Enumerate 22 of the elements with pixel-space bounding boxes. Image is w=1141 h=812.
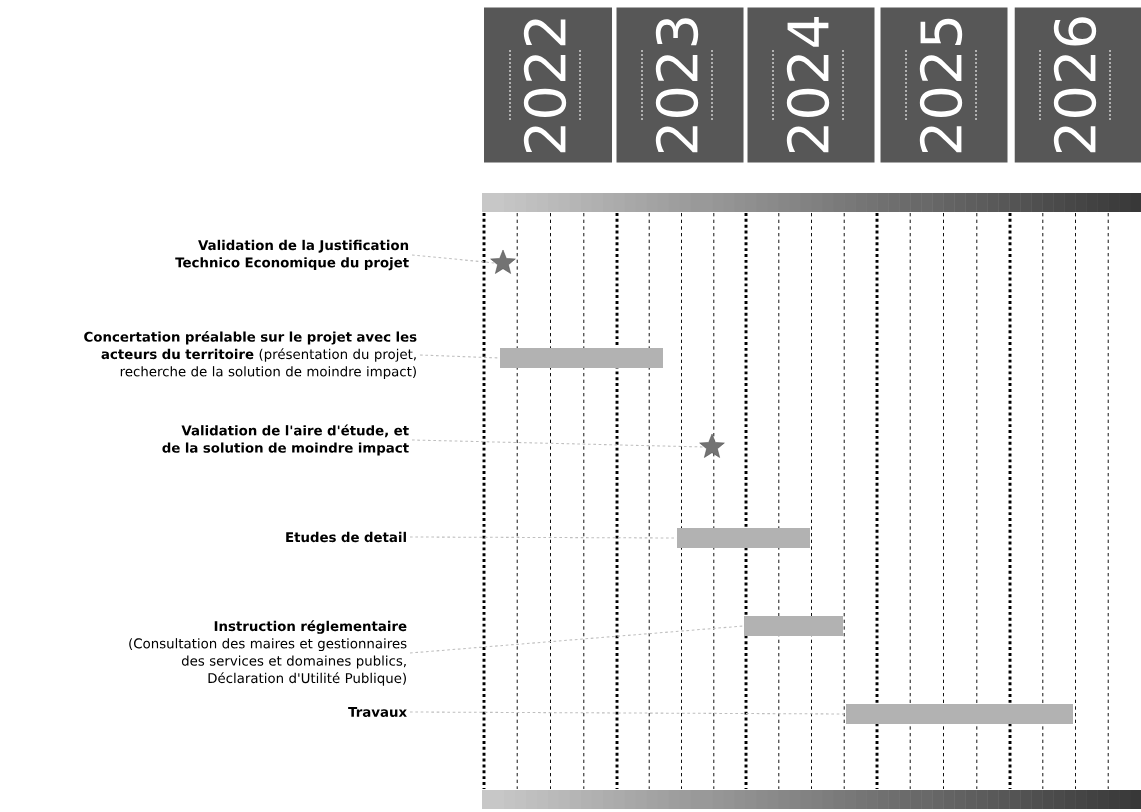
task-bar	[846, 704, 1073, 724]
year-box: 2023	[616, 7, 744, 163]
task-label: Travaux	[348, 707, 407, 717]
task-bar	[744, 616, 843, 636]
leader-line	[419, 354, 501, 359]
task-bar	[500, 348, 663, 368]
task-label: Concertation préalable sur le projet avec les acteurs du territoire (présentation du projet, recherche de la solution de moindre impact)	[84, 330, 417, 380]
task-label: Validation de l'aire d'étude, et de la solution de moindre impact	[162, 424, 409, 456]
leader-line	[411, 439, 705, 448]
leader-line	[409, 625, 745, 654]
task-label: Instruction réglementaire (Consultation des maires et gestionnaires des services et domaines publics, Déclaration d'Utilité Publique)	[129, 620, 407, 686]
milestone-star	[699, 433, 725, 458]
leader-line	[409, 711, 847, 715]
year-box: 2024	[747, 7, 875, 163]
task-label: Etudes de detail	[286, 531, 406, 543]
leader-line	[411, 254, 496, 264]
milestone-star	[490, 249, 516, 274]
task-bar	[677, 528, 810, 548]
year-box: 2025	[880, 7, 1008, 163]
year-box: 2022	[484, 7, 612, 163]
year-box: 2026	[1014, 7, 1141, 163]
task-label: Validation de la Justification Technico Economique du projet	[175, 239, 409, 271]
